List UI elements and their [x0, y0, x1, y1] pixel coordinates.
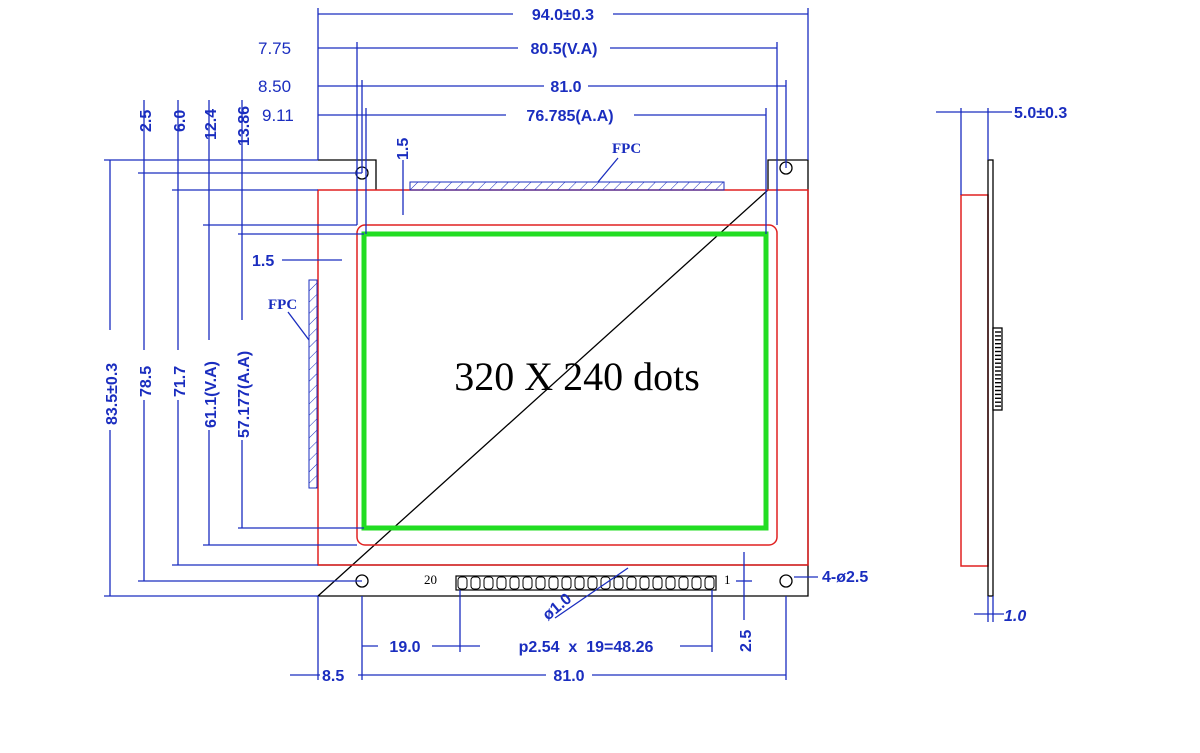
dim-va-width: 80.5(V.A) — [531, 41, 598, 58]
pin-header — [455, 575, 717, 591]
dim-fpc-gap-top: 1.5 — [395, 138, 412, 160]
dim-pin-offset: 19.0 — [389, 639, 420, 656]
fpc-top-strip — [409, 181, 725, 191]
dim-bottom-span: 81.0 — [553, 668, 584, 685]
header-pin — [691, 576, 702, 590]
dim-hole-left-offset: 8.50 — [258, 77, 291, 96]
fpc-left-strip — [308, 279, 318, 489]
dim-fpc-gap-left: 1.5 — [252, 253, 274, 270]
dim-bottom-left: 8.5 — [322, 668, 344, 685]
resolution-label: 320 X 240 dots — [454, 354, 700, 399]
front-view: 320 X 240 dots FPC FPC 20 1 ø1.0 4-ø2.5 — [268, 141, 868, 624]
dim-top-13-86: 13.86 — [236, 106, 253, 146]
bottom-dimensions: 19.0 p2.54 x 19=48.26 8.5 81.0 2.5 — [290, 552, 787, 685]
header-pin — [509, 576, 520, 590]
dim-pin-pitch: p2.54 x 19=48.26 — [519, 639, 654, 656]
dim-pcb-thickness: 1.0 — [1004, 608, 1026, 625]
header-pin — [574, 576, 585, 590]
side-bezel — [960, 194, 989, 567]
dim-pin-v-offset: 2.5 — [738, 630, 755, 652]
dim-overall-height: 83.5±0.3 — [104, 363, 121, 425]
header-pin — [522, 576, 533, 590]
header-pin — [483, 576, 494, 590]
header-pin — [548, 576, 559, 590]
left-dimensions: 83.5±0.3 78.5 71.7 61.1(V.A) 57.177(A.A)… — [100, 100, 364, 597]
side-connector-pins — [995, 331, 1001, 407]
pin-1-label: 1 — [724, 572, 731, 587]
dim-aa-width: 76.785(A.A) — [526, 108, 613, 125]
header-pin — [639, 576, 650, 590]
dim-hole-span-top: 81.0 — [550, 79, 581, 96]
fpc-top-label: FPC — [612, 141, 641, 157]
active-area-outline — [361, 231, 769, 531]
header-pin — [535, 576, 546, 590]
dim-aa-left-offset: 9.11 — [262, 106, 294, 125]
dim-va-left-offset: 7.75 — [258, 39, 291, 58]
fpc-left-leader — [287, 311, 310, 341]
header-pin — [665, 576, 676, 590]
dim-top-2-5: 2.5 — [138, 110, 155, 132]
fpc-top-leader — [597, 157, 619, 183]
header-pin — [561, 576, 572, 590]
dim-h-71-7: 71.7 — [172, 366, 189, 397]
top-dimensions: 94.0±0.3 80.5(V.A) 7.75 81.0 8.50 76.785… — [258, 4, 809, 234]
header-pin — [704, 576, 715, 590]
pin-dia-leader — [554, 567, 629, 619]
header-pin — [470, 576, 481, 590]
pin-header-frame — [455, 575, 717, 591]
dim-thickness: 5.0±0.3 — [1014, 105, 1067, 122]
side-connector — [992, 327, 1003, 411]
dim-top-12-4: 12.4 — [203, 109, 220, 140]
viewing-area-outline — [356, 224, 778, 546]
hole-spec-label: 4-ø2.5 — [822, 569, 868, 586]
header-pin — [613, 576, 624, 590]
dim-aa-height: 57.177(A.A) — [236, 351, 253, 438]
header-pin — [678, 576, 689, 590]
dim-top-6-0: 6.0 — [172, 110, 189, 132]
header-pin — [457, 576, 468, 590]
dim-va-height: 61.1(V.A) — [203, 361, 220, 428]
pin-20-label: 20 — [424, 572, 437, 587]
side-view: 5.0±0.3 1.0 — [936, 105, 1067, 625]
dim-overall-width: 94.0±0.3 — [532, 7, 594, 24]
mounting-hole-bottom-right — [779, 574, 793, 588]
fpc-left-label: FPC — [268, 297, 297, 313]
dim-h-78-5: 78.5 — [138, 366, 155, 397]
header-pin — [587, 576, 598, 590]
header-pin — [652, 576, 663, 590]
header-pin — [496, 576, 507, 590]
header-pin — [626, 576, 637, 590]
